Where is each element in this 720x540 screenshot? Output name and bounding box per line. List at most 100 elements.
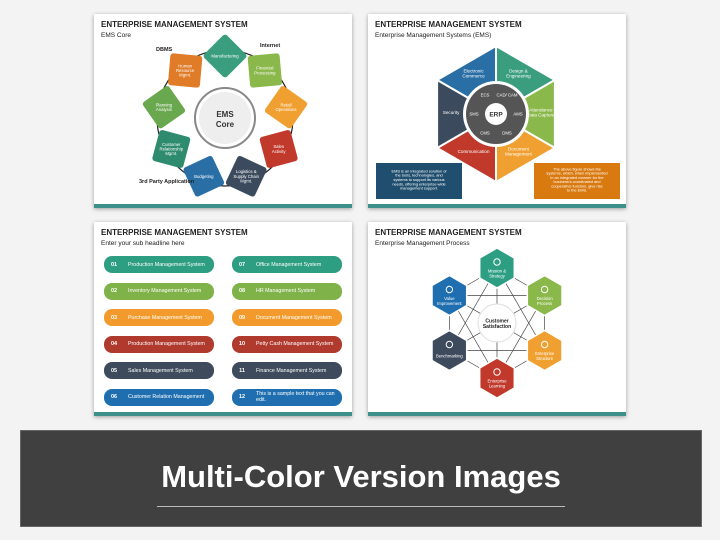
banner-divider xyxy=(157,506,565,507)
banner: Multi-Color Version Images xyxy=(20,430,702,527)
list-row-label: Finance Management System xyxy=(256,367,327,374)
slide-title: ENTERPRISE MANAGEMENT SYSTEM xyxy=(101,20,248,29)
list-row-number: 09 xyxy=(238,314,246,321)
target-icon xyxy=(493,258,501,266)
slide-title: ENTERPRISE MANAGEMENT SYSTEM xyxy=(375,20,522,29)
slide-subtitle: Enterprise Management Systems (EMS) xyxy=(375,32,492,39)
list-row: 04 Production Management System xyxy=(104,335,214,353)
process-hexagon xyxy=(431,329,468,372)
list-row: 09 Document Management System xyxy=(232,309,342,326)
list-row-label: Production Management System xyxy=(128,261,205,268)
center-circle xyxy=(477,303,517,343)
people-icon xyxy=(540,285,549,294)
list-row: 06 Customer Relation Management xyxy=(104,388,214,406)
process-hexagon xyxy=(526,274,563,317)
process-hexagon xyxy=(431,274,468,317)
segment-tile xyxy=(183,155,225,197)
list-row-label: Document Management System xyxy=(256,314,332,321)
list-row-number: 05 xyxy=(110,367,118,374)
core-inner xyxy=(199,92,251,144)
note-right-box xyxy=(534,163,620,199)
slide-subtitle: Enter your sub headline here xyxy=(101,240,185,247)
list-row-number: 10 xyxy=(238,341,246,347)
banner-title: Multi-Color Version Images xyxy=(161,459,561,494)
slide-accent-bar xyxy=(94,412,352,416)
slide-subtitle: Enterprise Management Process xyxy=(375,240,470,247)
slide-ems-process: ENTERPRISE MANAGEMENT SYSTEM Enterprise … xyxy=(368,222,626,416)
slide-subtitle: EMS Core xyxy=(101,32,131,39)
internet-label: Internet xyxy=(260,43,280,49)
list-row-number: 07 xyxy=(238,261,246,268)
erp-label: ERP xyxy=(489,112,503,119)
list-row-number: 02 xyxy=(110,288,118,294)
process-hexagon xyxy=(526,329,563,372)
slide-title: ENTERPRISE MANAGEMENT SYSTEM xyxy=(101,228,248,237)
list-row-label: Customer Relation Management xyxy=(128,394,205,400)
core-label-line1: EMS xyxy=(216,110,234,119)
inner-system-label: AMS xyxy=(513,112,522,117)
list-row-label: Inventory Management System xyxy=(128,288,202,294)
list-row-number: 08 xyxy=(238,288,246,294)
outer-segment-label: Communication xyxy=(458,149,490,154)
process-hexagon xyxy=(478,357,516,399)
segment-label: Manufacturing xyxy=(211,54,239,59)
slide-accent-bar xyxy=(368,412,626,416)
segment-tile xyxy=(259,130,298,168)
slide-title: ENTERPRISE MANAGEMENT SYSTEM xyxy=(375,228,522,237)
list-row-label: HR Management System xyxy=(256,288,316,294)
process-label: Mission &Strategy xyxy=(488,269,506,279)
list-row-number: 12 xyxy=(238,394,246,400)
erp-circle xyxy=(485,103,507,125)
list-row-number: 04 xyxy=(110,341,118,347)
segment-tile xyxy=(152,130,191,168)
list-row-label: Production Management System xyxy=(128,341,205,347)
list-row-number: 03 xyxy=(110,314,118,321)
outer-segment-label: Design &Engineering xyxy=(506,69,531,79)
process-node: Mission &Strategy xyxy=(478,247,516,289)
list-row-number: 06 xyxy=(110,394,118,400)
list-row-label: Purchase Management System xyxy=(128,314,202,321)
inner-system-label: SMS xyxy=(469,112,478,117)
building-icon xyxy=(540,340,549,349)
segment-node: Manufacturing xyxy=(203,34,247,78)
list-row-label: Sales Management System xyxy=(128,367,193,374)
list-row: 02 Inventory Management System xyxy=(104,282,214,300)
dbms-label: DBMS xyxy=(156,47,173,53)
slide-ems-systems: ENTERPRISE MANAGEMENT SYSTEM Enterprise … xyxy=(368,14,626,208)
segment-tile xyxy=(225,155,267,197)
list-row: 08 HR Management System xyxy=(232,282,342,300)
list-row: 05 Sales Management System xyxy=(104,362,214,379)
segment-tile xyxy=(203,34,247,78)
inner-system-label: CMS xyxy=(480,131,490,136)
segment-tile xyxy=(142,86,186,129)
core-label-line2: Core xyxy=(216,120,235,129)
segment-tile xyxy=(247,53,282,88)
segment-label: Budgeting xyxy=(194,174,214,179)
list-row-number: 11 xyxy=(239,367,245,374)
